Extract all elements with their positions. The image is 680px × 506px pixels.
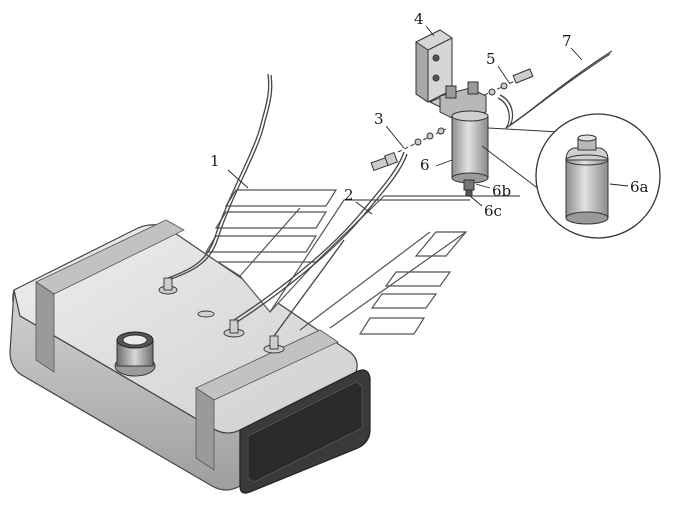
callout-7: 7 bbox=[562, 32, 572, 50]
tank-side-face bbox=[9, 289, 241, 491]
fuel-lines bbox=[167, 50, 613, 337]
chevron-bar bbox=[214, 211, 328, 229]
detail-view bbox=[481, 113, 661, 239]
fuel-line-7 bbox=[497, 53, 611, 129]
fuel-line-2 bbox=[233, 151, 405, 321]
filler-cap bbox=[114, 331, 156, 377]
tank-band-left-side bbox=[35, 281, 55, 373]
chevron-bar bbox=[204, 235, 318, 253]
callout-2: 2 bbox=[344, 186, 354, 204]
fuel-filter bbox=[439, 81, 489, 197]
chevron-bar bbox=[370, 293, 438, 309]
callout-5: 5 bbox=[486, 50, 496, 68]
callout-6a: 6a bbox=[630, 178, 649, 196]
fuel-tank bbox=[9, 219, 371, 494]
callout-3: 3 bbox=[374, 110, 384, 128]
leader-lines bbox=[227, 25, 629, 215]
callout-6: 6 bbox=[420, 156, 430, 174]
fuel-line-1 bbox=[167, 73, 270, 279]
sender-fittings bbox=[158, 277, 285, 354]
tank-band-right-side bbox=[195, 387, 215, 471]
fuel-line-return bbox=[273, 239, 345, 337]
flow-band bbox=[299, 231, 467, 331]
chevron-bar bbox=[384, 271, 452, 287]
chevron-bar bbox=[224, 189, 338, 207]
callout-6c: 6c bbox=[484, 202, 502, 220]
flow-band bbox=[239, 195, 520, 313]
tank-end-inset bbox=[247, 381, 363, 483]
filter-element bbox=[565, 134, 609, 225]
callout-6b: 6b bbox=[492, 182, 511, 200]
chevron-bar bbox=[414, 231, 468, 257]
banjo-fitting-5 bbox=[477, 68, 534, 99]
chevron-bar bbox=[358, 317, 426, 335]
chevron-arrows bbox=[204, 189, 520, 335]
banjo-fitting-3 bbox=[370, 127, 449, 172]
callout-4: 4 bbox=[414, 10, 424, 28]
callout-labels: 1 2 3 4 5 6 6a 6b 6c 7 bbox=[210, 10, 649, 220]
callout-1: 1 bbox=[210, 152, 220, 170]
